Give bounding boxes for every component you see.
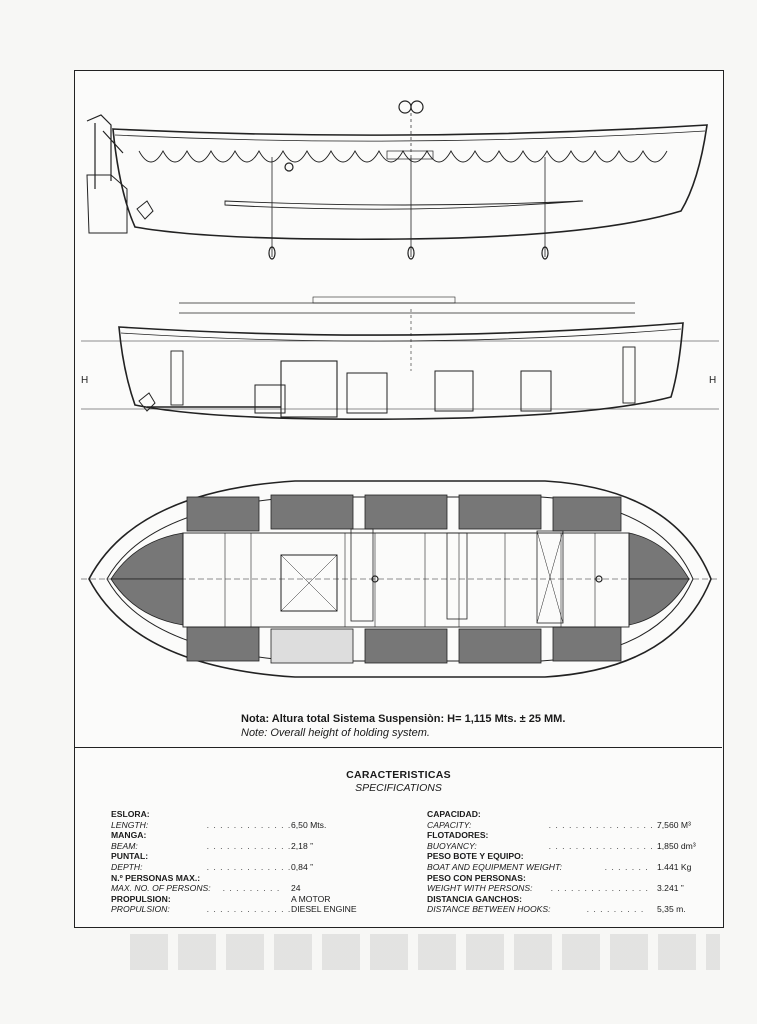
spec-row: BEAM: . . . . . . . . . . . . . . . . . .…: [111, 841, 361, 852]
specs-title-es: CARACTERISTICAS: [346, 769, 451, 781]
section-elevation: [81, 296, 719, 421]
leader-dots: . . . . . . . . . . . . . . . . . . . . …: [549, 819, 659, 830]
leader-dots: . . . . . . . . . . . . . . . . . . . . …: [207, 904, 293, 915]
leader-dots: . . . . . . . . . . . . . . . . . . . . …: [207, 819, 293, 830]
spec-label-en: MAX. NO. OF PERSONS:: [111, 883, 211, 894]
spec-label-es: N.º PERSONAS MAX.:: [111, 872, 201, 883]
spec-value: 6,50 Mts.: [291, 819, 327, 830]
spec-label-en: BUOYANCY:: [427, 840, 477, 851]
spec-label-es: CAPACIDAD:: [427, 809, 481, 819]
spec-label-en: PROPULSION:: [111, 904, 170, 915]
specs-title: CARACTERISTICAS SPECIFICATIONS: [75, 769, 722, 795]
spec-row: CAPACITY: . . . . . . . . . . . . . . . .…: [427, 820, 712, 831]
spec-label-en: BEAM:: [111, 840, 138, 851]
h-mark-left: H: [81, 375, 88, 386]
spec-value: 2,18 ”: [291, 840, 313, 851]
spec-label-es: PESO CON PERSONAS:: [427, 872, 526, 883]
suspension-note: Nota: Altura total Sistema Suspensiòn: H…: [241, 712, 565, 740]
h-mark-right: H: [709, 375, 716, 386]
spec-label-en: WEIGHT WITH PERSONS:: [427, 883, 533, 894]
spec-row: BUOYANCY: . . . . . . . . . . . . . . . .…: [427, 841, 712, 852]
leader-dots: . . . . . . . . . . . . .: [223, 883, 283, 894]
note-en: Note: Overall height of holding system.: [241, 727, 430, 739]
section-divider: [75, 747, 722, 748]
spec-label-en: BOAT AND EQUIPMENT WEIGHT:: [427, 861, 562, 872]
leader-dots: . . . . . . .: [605, 861, 650, 872]
plan-view: [81, 480, 719, 678]
leader-dots: . . . . . . . . . . . . . . . . . . . . …: [207, 861, 293, 872]
side-elevation: [86, 100, 708, 260]
spec-row: DISTANCE BETWEEN HOOKS: . . . . . . . . .…: [427, 904, 712, 915]
spec-row: PROPULSION: . . . . . . . . . . . . . . .…: [111, 904, 361, 915]
spec-label-es: PUNTAL:: [111, 851, 149, 862]
spec-row: DEPTH: . . . . . . . . . . . . . . . . . …: [111, 862, 361, 873]
spec-value: 24: [291, 883, 301, 894]
spec-value: 5,35 m.: [657, 904, 686, 915]
spec-label-es: PESO BOTE Y EQUIPO:: [427, 851, 524, 862]
spec-value: 1.441 Kg: [657, 861, 692, 872]
spec-label-en: DEPTH:: [111, 861, 143, 872]
specs-right-column: CAPACIDAD: CAPACITY: . . . . . . . . . . …: [427, 809, 712, 915]
spec-label-es: ESLORA:: [111, 809, 150, 819]
spec-label-es: FLOTADORES:: [427, 830, 489, 841]
spec-row: PROPULSION: A MOTOR: [111, 894, 361, 905]
leader-dots: . . . . . . . . .: [587, 904, 645, 915]
spec-label-en: LENGTH:: [111, 819, 149, 830]
spec-value: 7,560 M³: [657, 819, 691, 830]
buoyancy-tanks: [110, 494, 690, 664]
floor-boards: [224, 533, 596, 627]
specs-title-en: SPECIFICATIONS: [355, 782, 442, 794]
specs-left-column: ESLORA: LENGTH: . . . . . . . . . . . . .…: [111, 809, 361, 915]
spec-label-es: DISTANCIA GANCHOS:: [427, 893, 523, 904]
spec-label-es: MANGA:: [111, 830, 147, 841]
note-es: Nota: Altura total Sistema Suspensiòn: H…: [241, 713, 566, 725]
spec-value: 0,84 ”: [291, 861, 313, 872]
spec-value: 1,850 dm³: [657, 840, 696, 851]
leader-dots: . . . . . . . . . . . . . . .: [551, 883, 650, 894]
spec-row: WEIGHT WITH PERSONS: . . . . . . . . . . …: [427, 883, 712, 894]
spec-value-es: A MOTOR: [291, 893, 331, 904]
spec-row: MAX. NO. OF PERSONS: . . . . . . . . . . …: [111, 883, 361, 894]
drawing-sheet: H H: [74, 70, 724, 928]
spec-row: BOAT AND EQUIPMENT WEIGHT: . . . . . . . 1…: [427, 862, 712, 873]
spec-value: DIESEL ENGINE: [291, 904, 357, 915]
spec-label-en: CAPACITY:: [427, 819, 472, 830]
bleed-through-text: [130, 934, 720, 970]
leader-dots: . . . . . . . . . . . . . . . . . . . . …: [549, 840, 659, 851]
leader-dots: . . . . . . . . . . . . . . . . . . . . …: [207, 840, 293, 851]
lifeboat-drawing: H H: [81, 100, 719, 678]
spec-row: LENGTH: . . . . . . . . . . . . . . . . .…: [111, 820, 361, 831]
spec-value: 3.241 ”: [657, 883, 684, 894]
spec-label-en: DISTANCE BETWEEN HOOKS:: [427, 904, 551, 915]
spec-label-es: PROPULSION:: [111, 893, 171, 904]
